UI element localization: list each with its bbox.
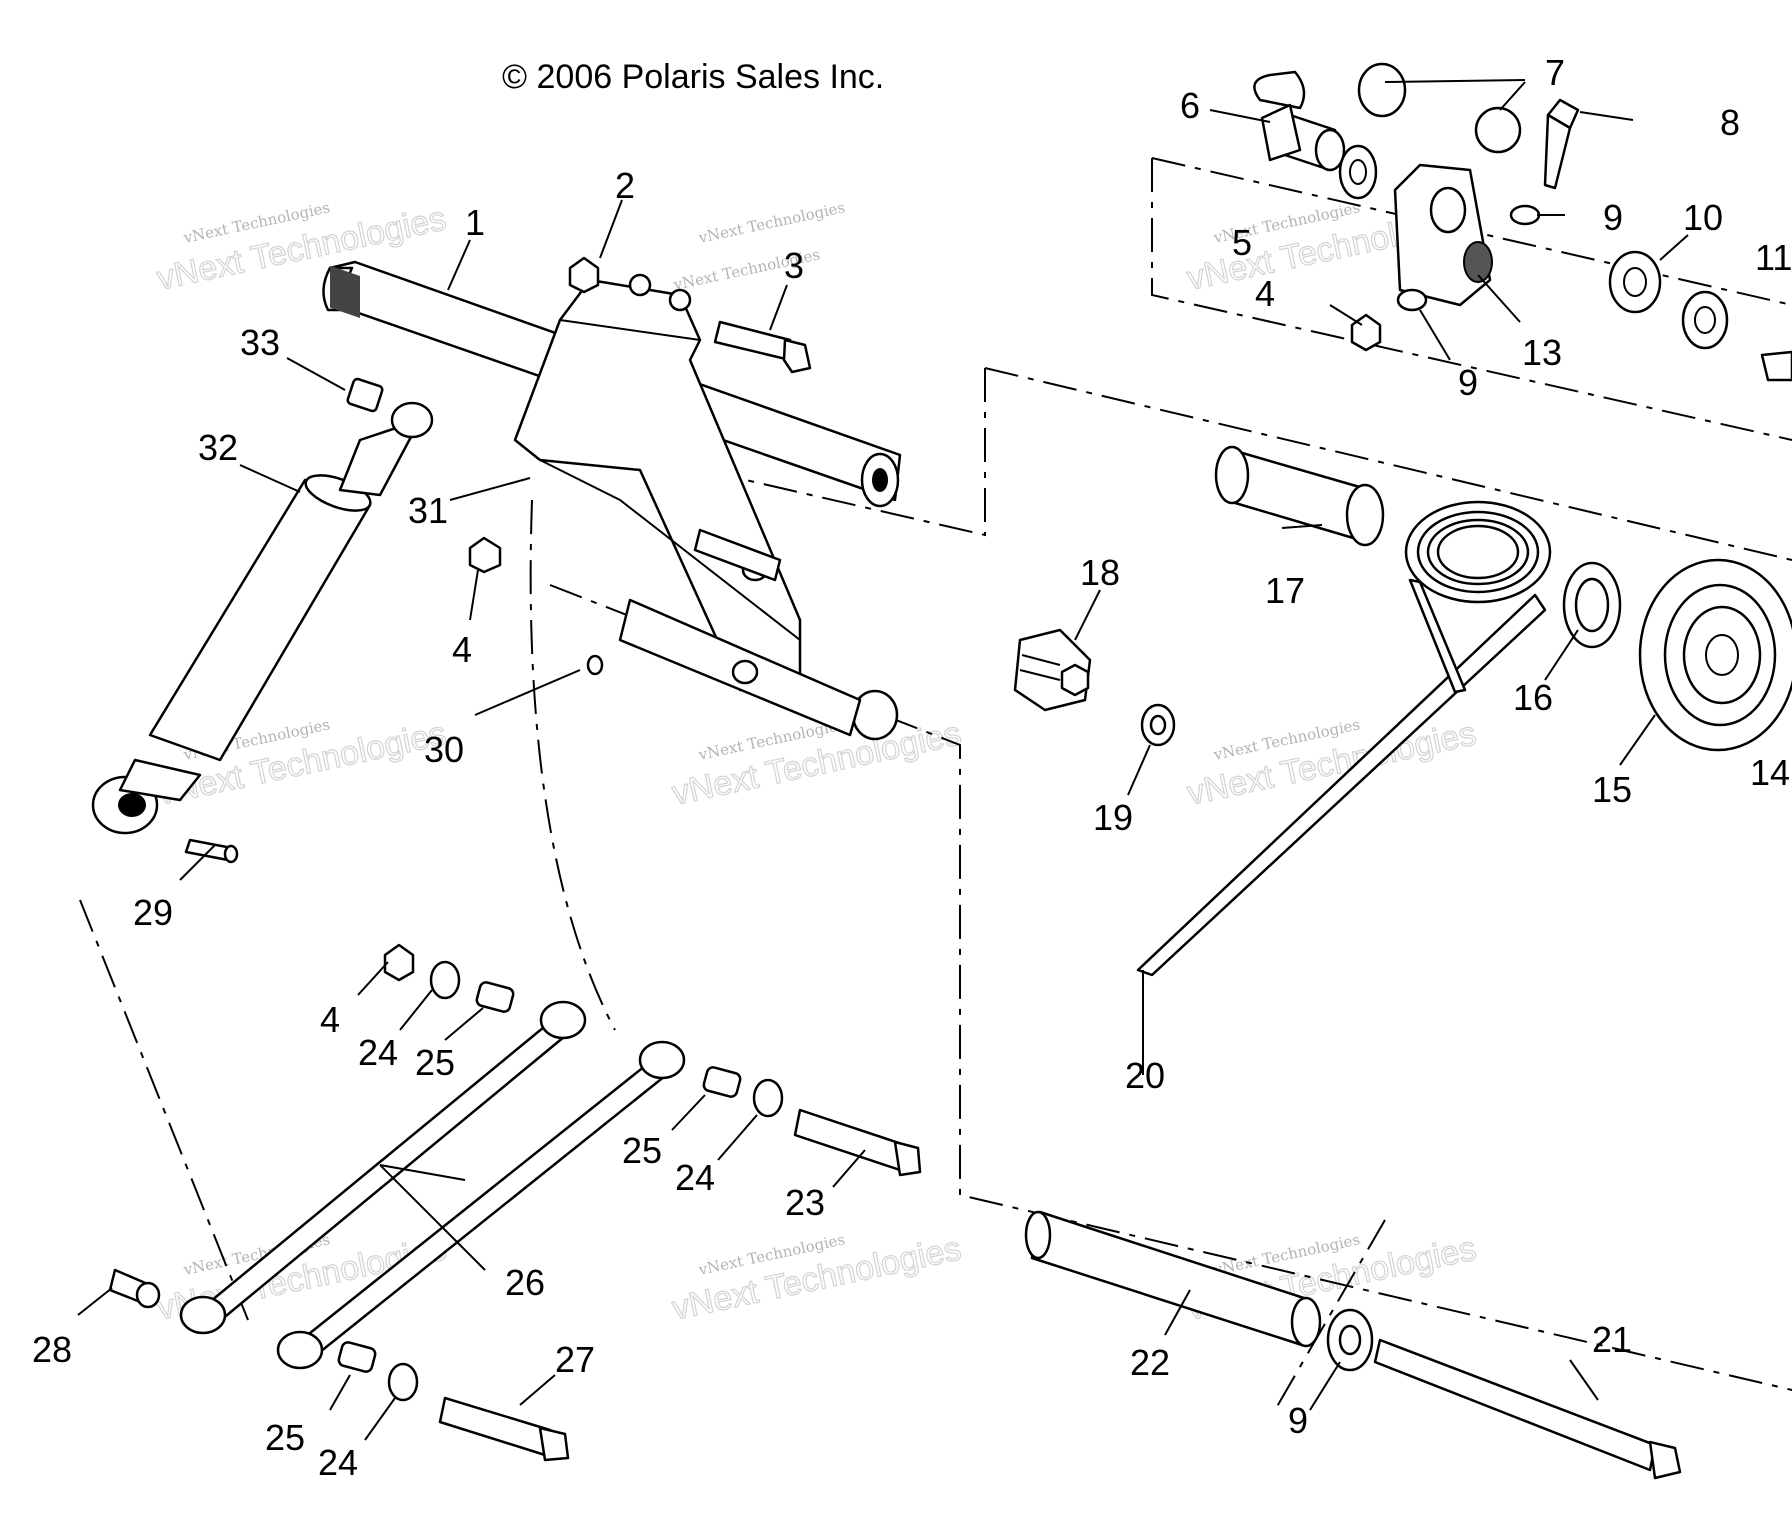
upper-right-parts (1253, 62, 1792, 382)
callout-8: 8 (1720, 102, 1740, 143)
callout-21: 21 (1592, 1319, 1632, 1360)
callout-30: 30 (424, 729, 464, 770)
copyright-text: © 2006 Polaris Sales Inc. (502, 58, 884, 96)
callout-13: 13 (1522, 332, 1562, 373)
callout-19: 19 (1093, 797, 1133, 838)
callout-14: 14 (1750, 752, 1790, 793)
callout-4: 4 (1255, 273, 1275, 314)
shock-absorber-part (91, 401, 434, 835)
callout-7: 7 (1545, 52, 1565, 93)
callout-27: 27 (555, 1339, 595, 1380)
torsion-spring-part (1136, 500, 1552, 977)
wheel-part (1562, 558, 1792, 752)
callout-10: 10 (1683, 197, 1723, 238)
callout-9: 9 (1458, 362, 1478, 403)
leader-lines (77, 79, 1689, 1441)
callout-33: 33 (240, 322, 280, 363)
sleeve-part (1214, 445, 1385, 547)
callout-16: 16 (1513, 677, 1553, 718)
callout-1: 1 (465, 202, 485, 243)
callout-26: 26 (505, 1262, 545, 1303)
callout-11: 11 (1755, 237, 1792, 278)
callout-6: 6 (1180, 85, 1200, 126)
small-hardware-parts (383, 256, 1382, 982)
lower-right-parts (1024, 1210, 1682, 1480)
callout-4: 4 (320, 999, 340, 1040)
callout-15: 15 (1592, 769, 1632, 810)
washer-part (1140, 703, 1176, 747)
callout-23: 23 (785, 1182, 825, 1223)
callout-25: 25 (415, 1042, 455, 1083)
callout-4: 4 (452, 629, 472, 670)
block-part (1013, 628, 1092, 712)
bushing-part (346, 377, 384, 413)
watermark-text: vNext Technologies (696, 198, 846, 247)
callout-labels: 1 2 3 33 32 31 4 30 29 6 7 8 5 9 10 11 4… (32, 52, 1792, 1483)
pin-part (184, 838, 239, 864)
frame-bracket-part (513, 273, 899, 741)
callout-25: 25 (622, 1130, 662, 1171)
callout-17: 17 (1265, 570, 1305, 611)
callout-20: 20 (1125, 1055, 1165, 1096)
callout-18: 18 (1080, 552, 1120, 593)
callout-24: 24 (318, 1442, 358, 1483)
lower-links-parts (108, 960, 922, 1462)
callout-5: 5 (1232, 222, 1252, 263)
callout-22: 22 (1130, 1342, 1170, 1383)
callout-24: 24 (358, 1032, 398, 1073)
callout-2: 2 (615, 165, 635, 206)
callout-3: 3 (784, 245, 804, 286)
callout-9: 9 (1603, 197, 1623, 238)
callout-25: 25 (265, 1417, 305, 1458)
callout-31: 31 (408, 490, 448, 531)
callout-29: 29 (133, 892, 173, 933)
callout-32: 32 (198, 427, 238, 468)
callout-24: 24 (675, 1157, 715, 1198)
callout-28: 28 (32, 1329, 72, 1370)
callout-9: 9 (1288, 1400, 1308, 1441)
watermark-group: vNext Technologies vNext Technologies vN… (153, 198, 1480, 1328)
